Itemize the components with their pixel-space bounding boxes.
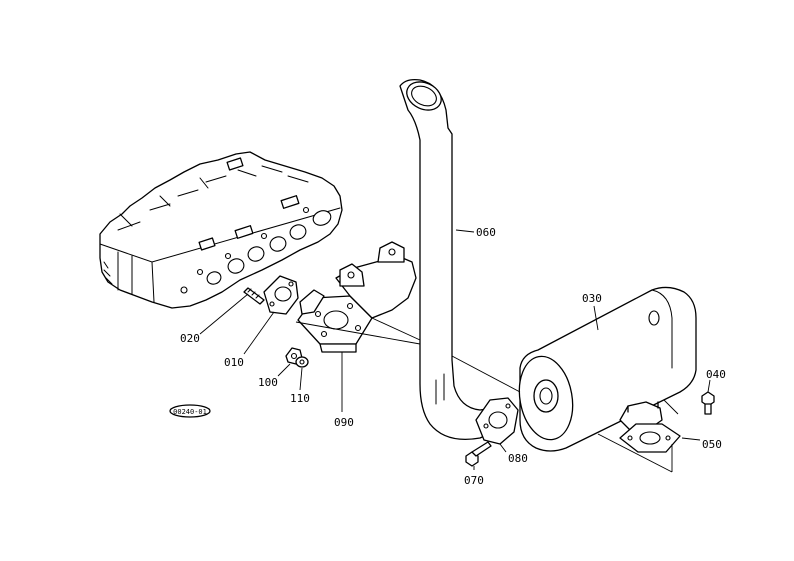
mounting-pad xyxy=(619,423,681,453)
label-020: 020 xyxy=(180,332,200,345)
label-060: 060 xyxy=(476,226,496,239)
exhaust-gasket xyxy=(263,275,299,315)
label-100: 100 xyxy=(258,376,278,389)
label-070: 070 xyxy=(464,474,484,487)
pipe-gasket xyxy=(475,397,519,445)
lock-washer xyxy=(295,356,309,368)
label-050: 050 xyxy=(702,438,722,451)
label-030: 030 xyxy=(582,292,602,305)
label-090: 090 xyxy=(334,416,354,429)
pipe-bolt xyxy=(465,441,492,467)
part-labels: 020 010 100 110 090 060 030 040 050 080 … xyxy=(180,226,726,487)
exhaust-elbow xyxy=(297,241,417,353)
muffler xyxy=(518,286,697,452)
label-040: 040 xyxy=(706,368,726,381)
muffler-bolt xyxy=(701,391,715,415)
tail-pipe xyxy=(399,78,499,441)
label-080: 080 xyxy=(508,452,528,465)
label-110: 110 xyxy=(290,392,310,405)
leader-lines xyxy=(199,229,711,473)
diagram-tag: 00240-01 xyxy=(169,404,211,418)
diagram-id: 00240-01 xyxy=(173,408,207,416)
exhaust-stud xyxy=(243,287,265,305)
label-010: 010 xyxy=(224,356,244,369)
cylinder-head xyxy=(99,151,343,309)
